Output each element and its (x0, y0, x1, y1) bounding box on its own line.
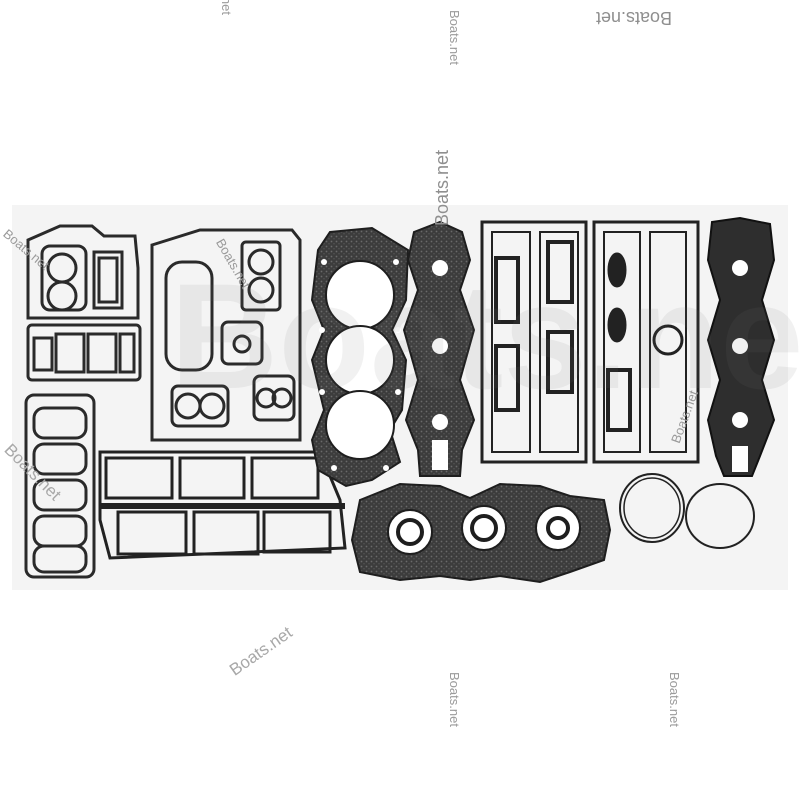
gasket-intake-manifold-row (26, 323, 142, 382)
gasket-exhaust-cover-small (26, 224, 140, 320)
gasket-exhaust-plate-right (706, 216, 776, 477)
gasket-exhaust-port-cover-2 (592, 220, 700, 464)
gasket-head-cover (402, 220, 476, 477)
gasket-transfer-cover-left (24, 393, 96, 579)
gasket-exhaust-port-cover-1 (480, 220, 588, 464)
gasket-exhaust-manifold-long (98, 450, 347, 560)
o-ring-pair (619, 473, 755, 549)
gasket-exhaust-plate (150, 228, 302, 442)
gasket-crankcase (350, 482, 612, 584)
gasket-cylinder-head (310, 226, 410, 488)
